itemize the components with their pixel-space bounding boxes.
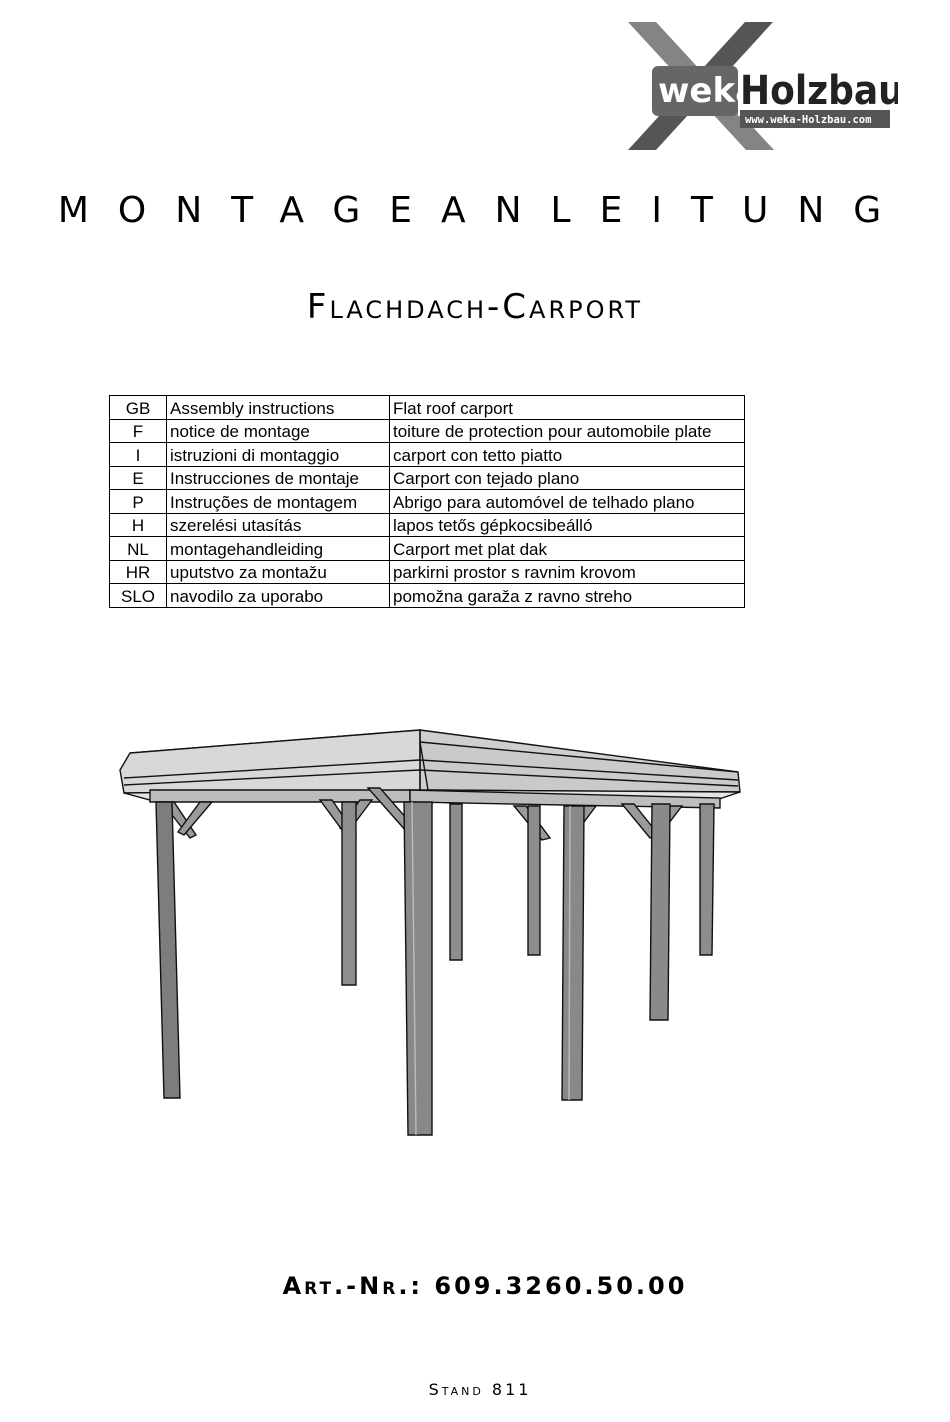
cell-label: Instrucciones de montaje [166, 465, 390, 490]
cell-label: istruzioni di montaggio [166, 442, 390, 467]
cell-code: GB [109, 395, 167, 420]
cell-product: lapos tetős gépkocsibeálló [389, 512, 745, 537]
cell-code: HR [109, 559, 167, 584]
logo-url: www.weka-Holzbau.com [745, 114, 871, 126]
cell-code: P [109, 489, 167, 514]
cell-code: SLO [109, 583, 167, 608]
cell-code: E [109, 465, 167, 490]
stand-version: Stand 811 [428, 1380, 532, 1399]
cell-code: NL [109, 536, 167, 561]
cell-product: Abrigo para automóvel de telhado plano [389, 489, 745, 514]
cell-label: uputstvo za montažu [166, 559, 390, 584]
cell-product: carport con tetto piatto [389, 442, 745, 467]
cell-label: notice de montage [166, 418, 390, 443]
cell-label: navodilo za uporabo [166, 583, 390, 608]
weka-holzbau-logo: weka Holzbau www.weka-Holzbau.com [628, 22, 904, 150]
cell-product: toiture de protection pour automobile pl… [389, 418, 745, 443]
cell-code: I [109, 442, 167, 467]
logo-brand-right: Holzbau [740, 68, 898, 114]
carport-illustration [110, 720, 760, 1140]
cell-product: Carport met plat dak [389, 536, 745, 561]
cell-product: Flat roof carport [389, 395, 745, 420]
article-number: Art.-Nr.: 609.3260.50.00 [282, 1272, 688, 1300]
cell-label: Assembly instructions [166, 395, 390, 420]
cell-product: pomožna garaža z ravno streho [389, 583, 745, 608]
page-subtitle: Flachdach-Carport [306, 287, 644, 327]
logo-brand-left: weka [658, 71, 758, 111]
cell-product: Carport con tejado plano [389, 465, 745, 490]
cell-product: parkirni prostor s ravnim krovom [389, 559, 745, 584]
cell-code: H [109, 512, 167, 537]
cell-label: Instruções de montagem [166, 489, 390, 514]
cell-label: montagehandleiding [166, 536, 390, 561]
page-title: Montageanleitung [57, 190, 911, 231]
cell-code: F [109, 418, 167, 443]
cell-label: szerelési utasítás [166, 512, 390, 537]
